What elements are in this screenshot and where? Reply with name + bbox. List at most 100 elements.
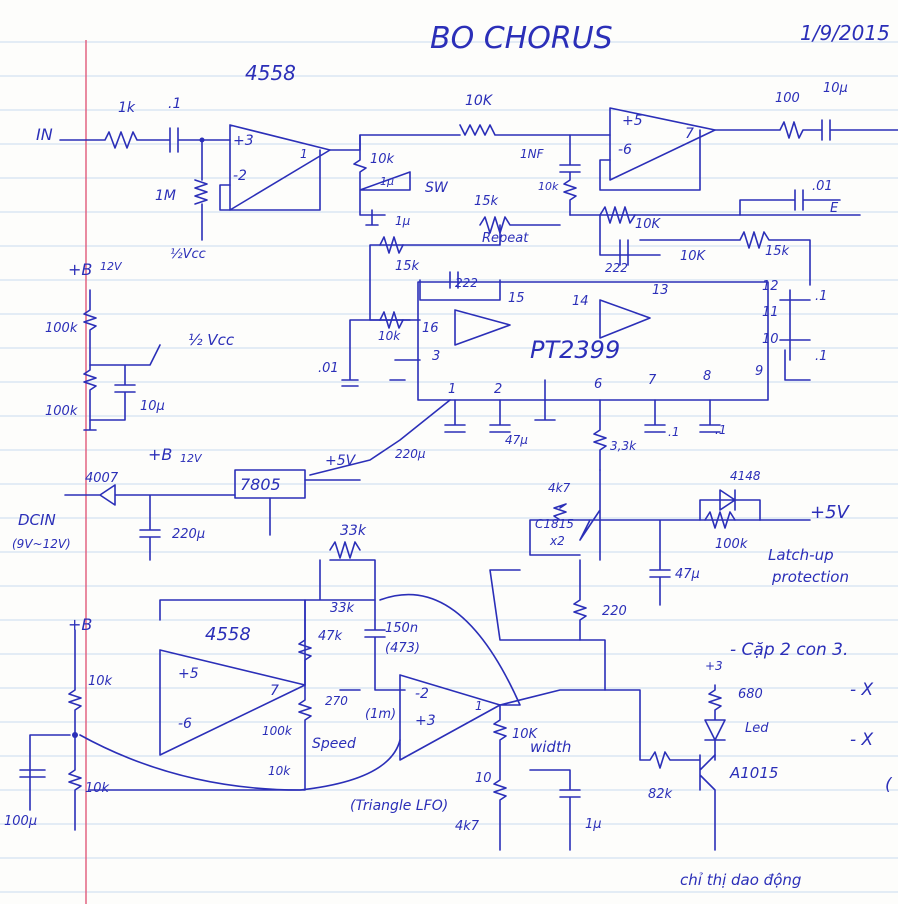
pin-pt-6: 6 (594, 377, 602, 392)
ic-pt2399-label: PT2399 (530, 336, 620, 364)
c-1nf-label: 1NF (520, 147, 545, 161)
c-01-b-label: .01 (318, 361, 339, 376)
c-47u-a-label: 47μ (505, 433, 528, 447)
pin-u1-plus: +3 (233, 133, 254, 149)
indicator-label: chỉ thị dao động (680, 871, 801, 889)
pin-lfo-minus6: -6 (178, 716, 192, 732)
pin-u2-out: 7 (685, 126, 694, 142)
r-10-w-label: 10 (475, 771, 492, 786)
c-p1-c-label: .1 (668, 425, 679, 439)
pin-pt-8: 8 (703, 369, 711, 384)
sw-label: SW (425, 180, 449, 196)
feedback-network (341, 189, 861, 387)
b12-a-volt: 12V (100, 260, 123, 273)
r-mid1-label: 10K (465, 93, 494, 109)
in-label: IN (36, 125, 53, 144)
dc-in-label: DCIN (18, 511, 56, 529)
pin-lfo-plus3: +3 (415, 713, 436, 729)
c-100u-label: 100μ (4, 814, 37, 829)
c-1u-b-label: 1μ (585, 817, 602, 832)
pin-pt-16: 16 (422, 321, 439, 336)
dc-range-label: (9V~12V) (12, 537, 71, 551)
c-222-a-label: 222 (455, 276, 478, 290)
pt2399-chip (417, 281, 769, 401)
b12-b-label: +B (148, 445, 172, 464)
c-47u-b-label: 47μ (675, 567, 700, 582)
c-p1-a-label: .1 (815, 289, 827, 304)
repeat-label: Repeat (482, 231, 529, 246)
vcc-half-a-label: ½Vcc (170, 247, 206, 262)
r-10k-g-label: 10k (85, 781, 110, 796)
b12-b-volt: 12V (180, 452, 203, 465)
pin-pt-14: 14 (572, 294, 589, 309)
ic-opamp2-label: 4558 (205, 624, 251, 645)
r-15k-a-label: 15k (474, 194, 499, 209)
pin-pt-10: 10 (762, 332, 779, 347)
r-sw-label: 10k (370, 152, 395, 167)
pin-u1-out: 1 (300, 147, 308, 161)
c-150n-label: 150n (385, 621, 418, 636)
side-note-3: - X (850, 730, 874, 750)
opamp-u1 (229, 124, 331, 211)
pin-pt-13: 13 (652, 283, 669, 298)
r-15k-c-label: 15k (765, 244, 790, 259)
c-220u-a-label: 220μ (395, 447, 426, 461)
r-10k-f-label: 10k (88, 674, 113, 689)
plus5-b-label: +5V (810, 502, 851, 523)
c-p1-b-label: .1 (815, 349, 827, 364)
c-473-label: (473) (385, 641, 420, 656)
latch-label-1: Latch-up (768, 546, 834, 564)
opamp-u2 (609, 107, 716, 181)
triangle-label: (Triangle LFO) (350, 798, 448, 814)
pin-pt-7: 7 (648, 373, 657, 388)
c-222-b-label: 222 (605, 261, 628, 275)
c-220u-b-label: 220μ (172, 527, 205, 542)
r-1m-label: (1m) (365, 707, 396, 722)
pin-pt-1: 1 (448, 382, 456, 397)
r-bias-label: 1M (155, 188, 176, 204)
r-100-label: 100 (775, 91, 800, 106)
r-in-label: 1k (118, 100, 136, 116)
r-4k7-label: 4k7 (548, 481, 571, 495)
pin-u1-minus: -2 (233, 168, 247, 184)
r-680-label: 680 (738, 687, 763, 702)
pin-pt-12: 12 (762, 279, 779, 294)
pin-lfo-7: 7 (270, 683, 279, 699)
r-10k-d-label: 10k (378, 329, 401, 343)
pin-pt-2: 2 (494, 382, 502, 397)
side-note-2: - X (850, 680, 874, 700)
width-label: width (530, 738, 571, 756)
latch-label-2: protection (771, 568, 849, 586)
pin-pt-11: 11 (762, 305, 779, 320)
labels: BO CHORUS 1/9/2015 4558 4558 PT2399 7805… (4, 21, 893, 889)
r-15k-b-label: 15k (395, 259, 420, 274)
c-1u-label: 1μ (395, 214, 411, 228)
r-33k-a-label: 33k (340, 523, 367, 539)
q-x2-label: x2 (549, 534, 565, 548)
led-label: Led (745, 721, 769, 736)
c-sw-label: 1μ (380, 175, 394, 188)
pin-pt-3: 3 (432, 349, 440, 364)
ic-regulator-label: 7805 (240, 475, 281, 494)
r-4k7-b-label: 4k7 (455, 819, 480, 834)
c-in-label: .1 (168, 96, 181, 112)
b12-a-label: +B (68, 260, 92, 279)
title: BO CHORUS (430, 21, 613, 56)
bias-supply (64, 289, 361, 561)
transistor-stage (529, 469, 811, 641)
input-stage (59, 107, 898, 241)
ruled-lines (0, 41, 898, 893)
r-270-label: 270 (325, 694, 348, 708)
c-10u-label: 10μ (140, 399, 165, 414)
r-10k-a-label: 10k (538, 180, 559, 193)
r-47k-label: 47k (318, 629, 343, 644)
r-100k-c-label: 100k (715, 537, 748, 552)
r-33k-b-label: 33k (330, 601, 355, 616)
plus5-a-label: +5V (325, 453, 357, 469)
pin-lfo-minus2: -2 (415, 686, 429, 702)
r-10k-b-label: 10K (635, 217, 662, 232)
c-p1-d-label: .1 (715, 423, 726, 437)
r-10k-e-label: 10k (268, 764, 291, 778)
speed-label: Speed (312, 736, 356, 752)
